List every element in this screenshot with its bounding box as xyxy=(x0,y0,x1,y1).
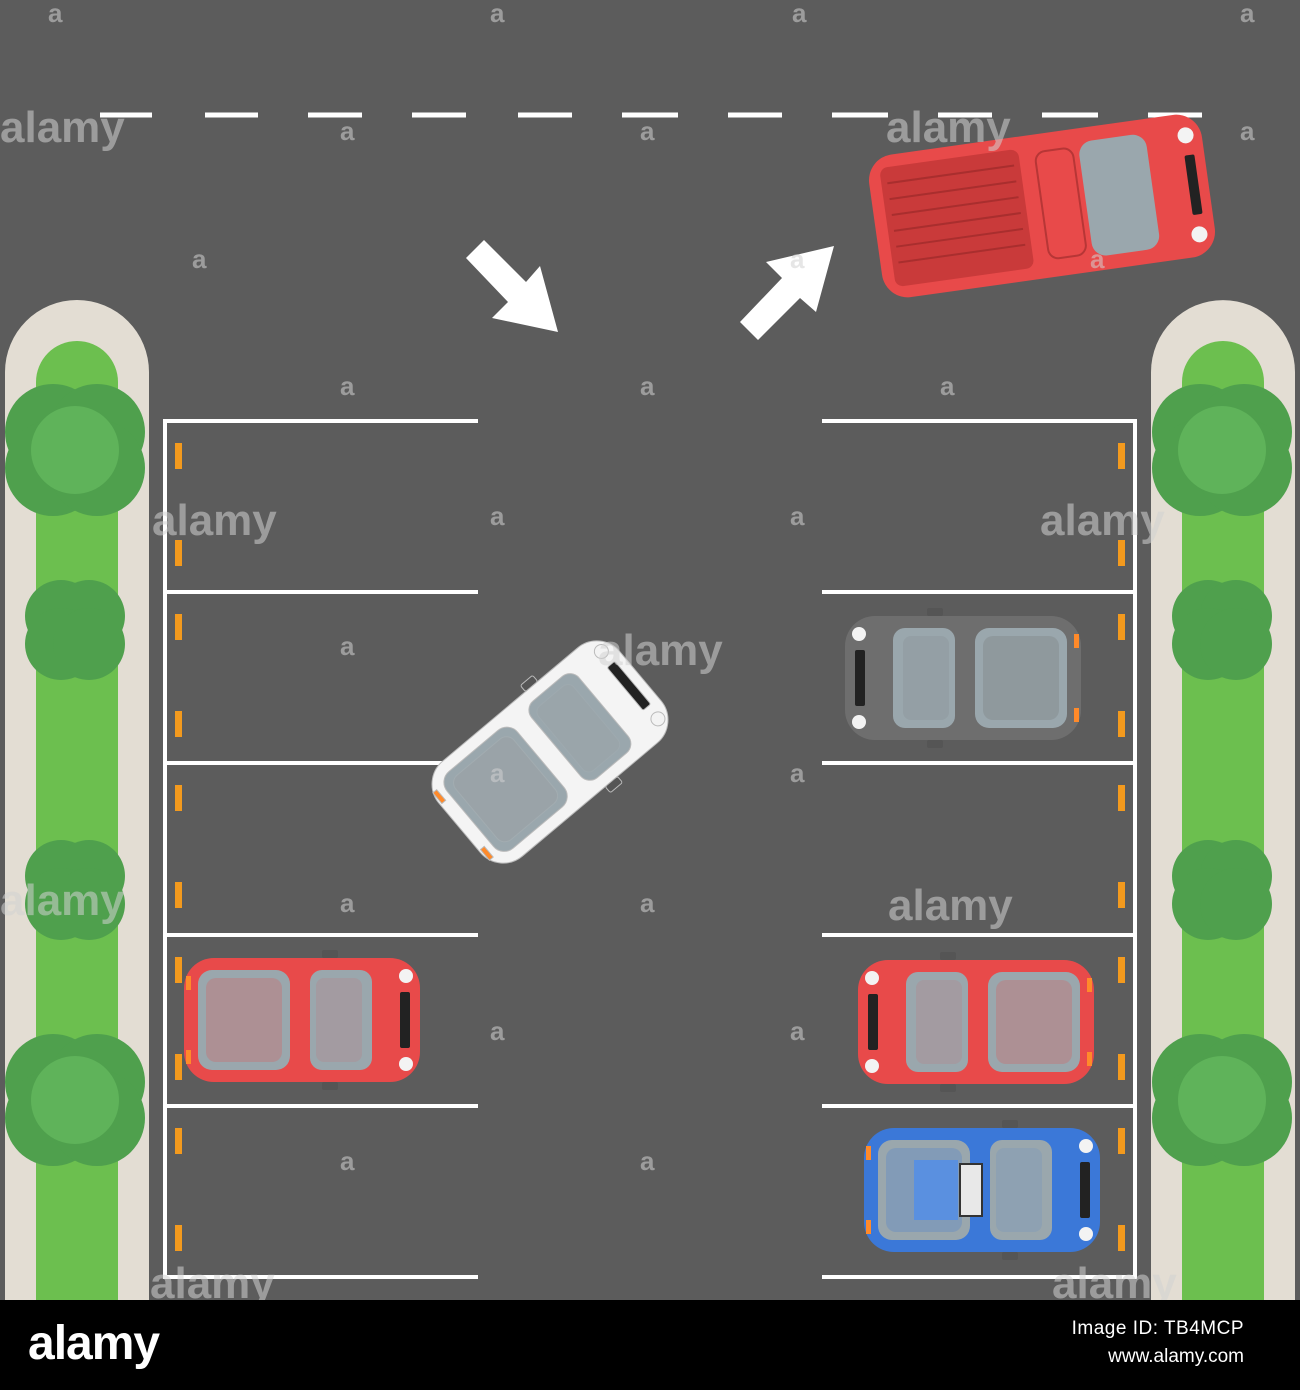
tree-icon xyxy=(5,384,145,516)
svg-text:a: a xyxy=(490,1016,505,1046)
tree-icon xyxy=(1152,1034,1292,1166)
svg-text:a: a xyxy=(1240,116,1255,146)
svg-text:a: a xyxy=(340,116,355,146)
site-url: www.alamy.com xyxy=(1108,1346,1244,1367)
right-parking-lines xyxy=(822,419,1137,1279)
svg-text:alamy: alamy xyxy=(0,103,125,152)
svg-text:a: a xyxy=(640,1146,655,1176)
svg-text:a: a xyxy=(1240,0,1255,28)
svg-text:a: a xyxy=(1090,244,1105,274)
svg-text:alamy: alamy xyxy=(1052,1259,1177,1300)
gray-car xyxy=(845,608,1081,748)
svg-text:a: a xyxy=(790,501,805,531)
svg-text:alamy: alamy xyxy=(886,103,1011,152)
left-parking-lines xyxy=(163,419,478,1279)
tree-icon xyxy=(5,1034,145,1166)
watermark: alamy alamy alamy alamy alamy alamy alam… xyxy=(0,103,1177,1300)
svg-text:a: a xyxy=(790,244,805,274)
arrow-up-right-icon xyxy=(740,246,834,340)
svg-text:a: a xyxy=(490,758,505,788)
svg-text:a: a xyxy=(490,501,505,531)
blue-car xyxy=(864,1120,1100,1260)
curb-markers-right xyxy=(1118,443,1125,1251)
tree-icon xyxy=(25,580,125,680)
image-id: Image ID: TB4MCP xyxy=(1071,1318,1244,1339)
svg-text:alamy: alamy xyxy=(152,496,277,545)
pickup-truck-icon xyxy=(868,114,1216,298)
red-car xyxy=(184,950,420,1090)
tree-icon xyxy=(25,840,125,940)
svg-text:a: a xyxy=(340,371,355,401)
svg-text:a: a xyxy=(792,0,807,28)
curb-markers-left xyxy=(175,443,182,1251)
svg-text:a: a xyxy=(340,1146,355,1176)
tree-icon xyxy=(1172,580,1272,680)
svg-text:alamy: alamy xyxy=(598,626,723,675)
stock-meta: Image ID: TB4MCP www.alamy.com xyxy=(1072,1318,1244,1368)
watermark-glyphs: a a a a a a a a a a a a a a a a a a a a … xyxy=(48,0,1255,1176)
red-car-right xyxy=(858,952,1094,1092)
svg-text:a: a xyxy=(490,0,505,28)
svg-text:a: a xyxy=(790,758,805,788)
svg-text:alamy: alamy xyxy=(888,881,1013,930)
svg-text:alamy: alamy xyxy=(1040,496,1165,545)
svg-text:a: a xyxy=(340,631,355,661)
svg-text:a: a xyxy=(192,244,207,274)
footer-bar: alamy Image ID: TB4MCP www.alamy.com xyxy=(0,1300,1300,1390)
alamy-logo: alamy xyxy=(28,1317,160,1370)
tree-icon xyxy=(1152,384,1292,516)
tree-icon xyxy=(1172,840,1272,940)
svg-text:a: a xyxy=(340,888,355,918)
svg-text:alamy: alamy xyxy=(0,876,125,925)
svg-text:a: a xyxy=(790,1016,805,1046)
arrow-down-right-icon xyxy=(466,240,558,332)
svg-text:alamy: alamy xyxy=(150,1259,275,1300)
parking-lot-scene: alamy alamy alamy alamy alamy alamy alam… xyxy=(0,0,1300,1300)
svg-text:a: a xyxy=(640,371,655,401)
svg-text:a: a xyxy=(48,0,63,28)
svg-text:a: a xyxy=(940,371,955,401)
svg-text:a: a xyxy=(640,888,655,918)
svg-text:a: a xyxy=(640,116,655,146)
